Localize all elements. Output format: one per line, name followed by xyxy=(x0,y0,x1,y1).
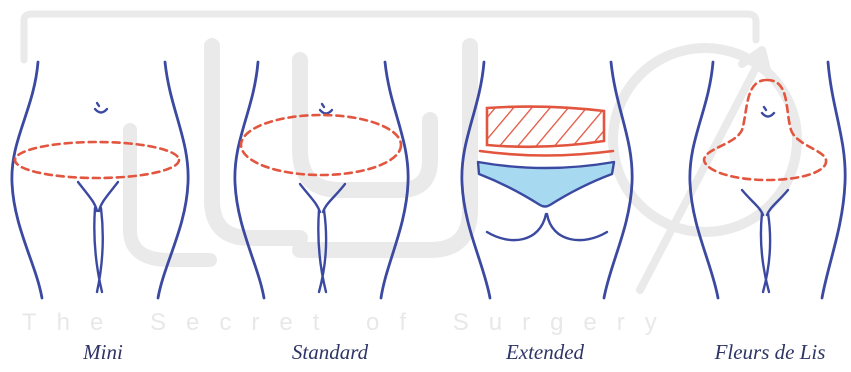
inner-thigh-lines xyxy=(94,208,102,292)
watermark-text: The Secret of Surgery xyxy=(22,309,677,337)
label-extended: Extended xyxy=(465,340,625,365)
navel xyxy=(762,107,774,117)
incision-line xyxy=(15,142,179,178)
label-fleurs-de-lis: Fleurs de Lis xyxy=(690,340,850,365)
watermark-glyph xyxy=(300,60,430,190)
watermark-glyph xyxy=(130,130,210,260)
navel xyxy=(95,103,107,113)
body-outline-right xyxy=(381,62,408,298)
watermark-frame xyxy=(24,14,756,60)
buttock-lines xyxy=(487,214,607,240)
incision-line xyxy=(241,115,401,175)
watermark-logo xyxy=(24,14,797,290)
body-outline-right xyxy=(822,62,845,298)
figure-extended xyxy=(462,62,632,298)
body-outline-left xyxy=(12,62,42,298)
inner-thigh-lines xyxy=(761,213,770,292)
groin-lines xyxy=(78,182,118,211)
label-mini: Mini xyxy=(23,340,183,365)
watermark-arrow xyxy=(640,50,768,290)
lower-incision-line xyxy=(480,151,613,156)
hatched-excision-band xyxy=(487,107,604,147)
body-outline-left xyxy=(235,62,264,298)
label-standard: Standard xyxy=(250,340,410,365)
underwear-shape xyxy=(478,162,614,207)
navel xyxy=(320,104,332,114)
figure-fleurs-de-lis xyxy=(690,62,845,298)
